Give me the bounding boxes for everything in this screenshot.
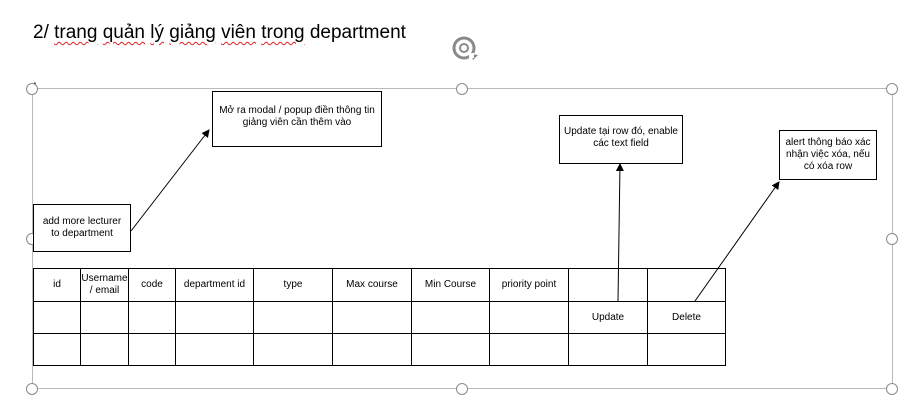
delete-alert-note: alert thông báo xác nhận việc xóa, nếu c… (779, 130, 877, 180)
table-cell[interactable] (568, 333, 648, 366)
resize-handle-icon[interactable] (26, 383, 38, 395)
heading-word: trang (54, 22, 98, 43)
header-cell: priority point (489, 268, 569, 302)
table-cell[interactable] (411, 301, 490, 334)
header-cell: id (33, 268, 81, 302)
table-row (33, 333, 726, 366)
rotate-handle-icon[interactable] (449, 33, 479, 63)
resize-handle-icon[interactable] (886, 383, 898, 395)
stray-dot: . (33, 71, 37, 87)
table-cell[interactable] (489, 333, 569, 366)
arrow-add-to-modal (130, 129, 210, 232)
table-cell[interactable] (80, 333, 129, 366)
heading-prefix: 2/ (33, 22, 55, 43)
table-cell[interactable] (332, 333, 412, 366)
table-cell[interactable] (253, 301, 333, 334)
table-header-row: id Username / email code department id t… (33, 268, 726, 302)
table-cell[interactable] (128, 333, 176, 366)
heading-suffix: department (309, 22, 406, 43)
header-cell: type (253, 268, 333, 302)
update-button[interactable]: Update (568, 301, 648, 334)
heading-word: viên (221, 22, 256, 43)
add-lecturer-note: add more lecturer to department (33, 204, 131, 252)
heading-word: quản (102, 22, 145, 43)
table-cell[interactable] (647, 333, 726, 366)
table-cell[interactable] (128, 301, 176, 334)
table-cell[interactable] (253, 333, 333, 366)
table-cell[interactable] (33, 333, 81, 366)
table-cell[interactable] (175, 333, 254, 366)
table-cell[interactable] (33, 301, 81, 334)
resize-handle-icon[interactable] (456, 83, 468, 95)
table-cell[interactable] (489, 301, 569, 334)
delete-button[interactable]: Delete (647, 301, 726, 334)
header-cell (647, 268, 726, 302)
modal-note: Mở ra modal / popup điền thông tin giảng… (212, 91, 382, 147)
table-cell[interactable] (332, 301, 412, 334)
resize-handle-icon[interactable] (26, 83, 38, 95)
lecturer-table: id Username / email code department id t… (33, 268, 726, 366)
table-cell[interactable] (80, 301, 129, 334)
heading-word: trong (261, 22, 305, 43)
table-cell[interactable] (411, 333, 490, 366)
resize-handle-icon[interactable] (456, 383, 468, 395)
header-cell: department id (175, 268, 254, 302)
update-row-note: Update tại row đó, enable các text field (559, 115, 683, 164)
heading-word: lý (150, 22, 165, 43)
resize-handle-icon[interactable] (886, 83, 898, 95)
header-cell: code (128, 268, 176, 302)
page-heading: 2/ trang quản lý giảng viên trong depart… (33, 22, 406, 44)
header-cell: Min Course (411, 268, 490, 302)
header-cell: Username / email (80, 268, 129, 302)
table-row: Update Delete (33, 301, 726, 334)
heading-word: giảng (169, 22, 216, 43)
table-cell[interactable] (175, 301, 254, 334)
header-cell: Max course (332, 268, 412, 302)
resize-handle-icon[interactable] (886, 233, 898, 245)
header-cell (568, 268, 648, 302)
